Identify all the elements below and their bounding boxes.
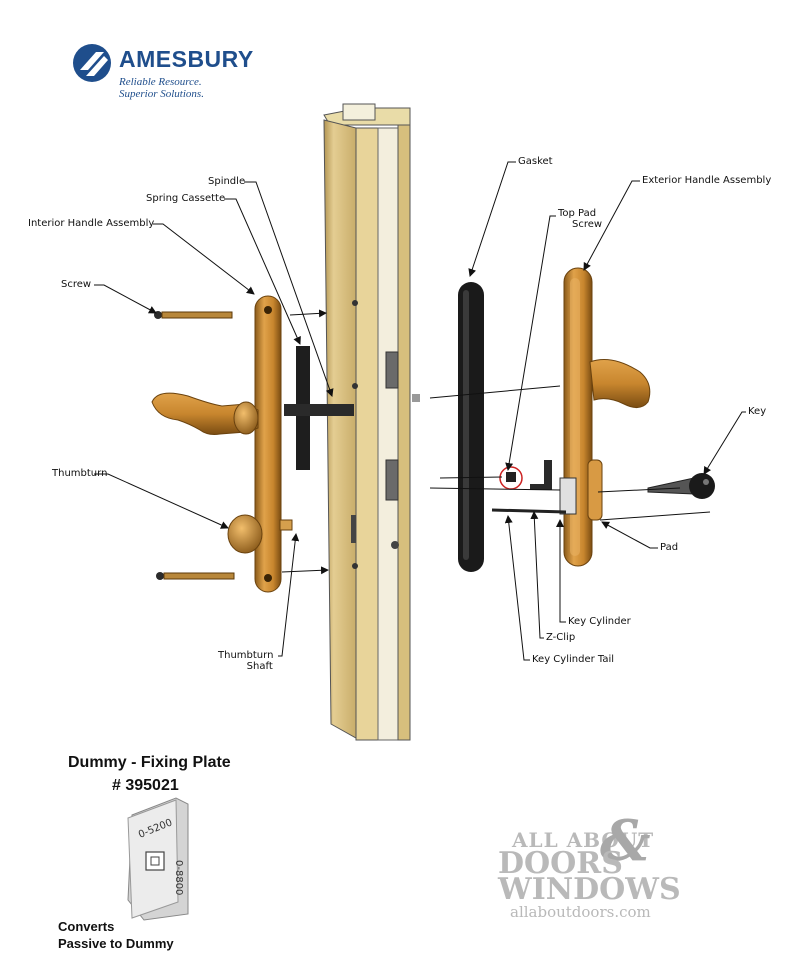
brand-name: AMESBURY	[119, 46, 254, 72]
pad	[587, 459, 603, 521]
label-thumbturn-shaft-line1: Thumbturn	[218, 650, 274, 661]
fixing-plate	[127, 797, 189, 921]
brand-tagline-line1: Reliable Resource.	[119, 76, 202, 88]
part-note-line2: Passive to Dummy	[58, 936, 174, 951]
label-key-cylinder: Key Cylinder	[568, 616, 631, 627]
plate-code-side: 0-8800	[173, 860, 184, 895]
part-title: Dummy - Fixing Plate	[68, 754, 231, 771]
label-thumbturn: Thumbturn	[52, 468, 108, 479]
watermark-line3: WINDOWS	[498, 872, 681, 907]
amesbury-logo-icon	[73, 44, 111, 82]
label-thumbturn-shaft: Thumbturn Shaft	[218, 650, 273, 672]
key-cylinder	[559, 477, 577, 515]
label-spring-cassette: Spring Cassette	[146, 193, 226, 204]
plate-square-hole	[145, 851, 165, 871]
watermark-line2: DOORS	[498, 846, 623, 881]
brand-tagline-line2: Superior Solutions.	[119, 88, 204, 100]
label-z-clip: Z-Clip	[546, 632, 576, 643]
spindle	[284, 404, 354, 416]
label-key-cylinder-tail: Key Cylinder Tail	[532, 654, 615, 665]
thumbturn-knob	[227, 514, 263, 554]
interior-handle-assembly	[151, 295, 293, 593]
part-number: # 395021	[112, 777, 179, 794]
label-screw: Screw	[61, 279, 92, 290]
top-pad-screw	[499, 460, 552, 490]
label-top-pad-screw: Top Pad Screw	[558, 208, 602, 230]
label-top-pad-screw-line1: Top Pad	[558, 208, 597, 219]
leader-lines	[94, 161, 746, 661]
part-note-line1: Converts	[58, 919, 115, 934]
label-spindle: Spindle	[208, 176, 246, 187]
key-icon	[647, 473, 715, 499]
label-key: Key	[748, 406, 767, 417]
label-pad: Pad	[660, 542, 679, 553]
key-cylinder-tail	[429, 385, 711, 521]
spring-cassette	[284, 346, 354, 470]
exterior-handle-assembly	[559, 267, 651, 567]
gasket	[458, 282, 484, 572]
label-top-pad-screw-line2: Screw	[572, 219, 603, 230]
label-gasket: Gasket	[518, 156, 553, 167]
brand-logo: AMESBURY Reliable Resource. Superior Sol…	[72, 44, 272, 104]
brand-tagline: Reliable Resource. Superior Solutions.	[119, 76, 204, 100]
label-exterior-handle-assembly: Exterior Handle Assembly	[642, 175, 772, 186]
label-thumbturn-shaft-line2: Shaft	[246, 661, 273, 672]
label-interior-handle-assembly: Interior Handle Assembly	[28, 218, 155, 229]
watermark-ampersand: &	[600, 808, 651, 874]
door-stile	[323, 103, 420, 741]
watermark-url: allaboutdoors.com	[510, 903, 651, 921]
watermark-line1: ALL ABOUT	[512, 828, 655, 852]
